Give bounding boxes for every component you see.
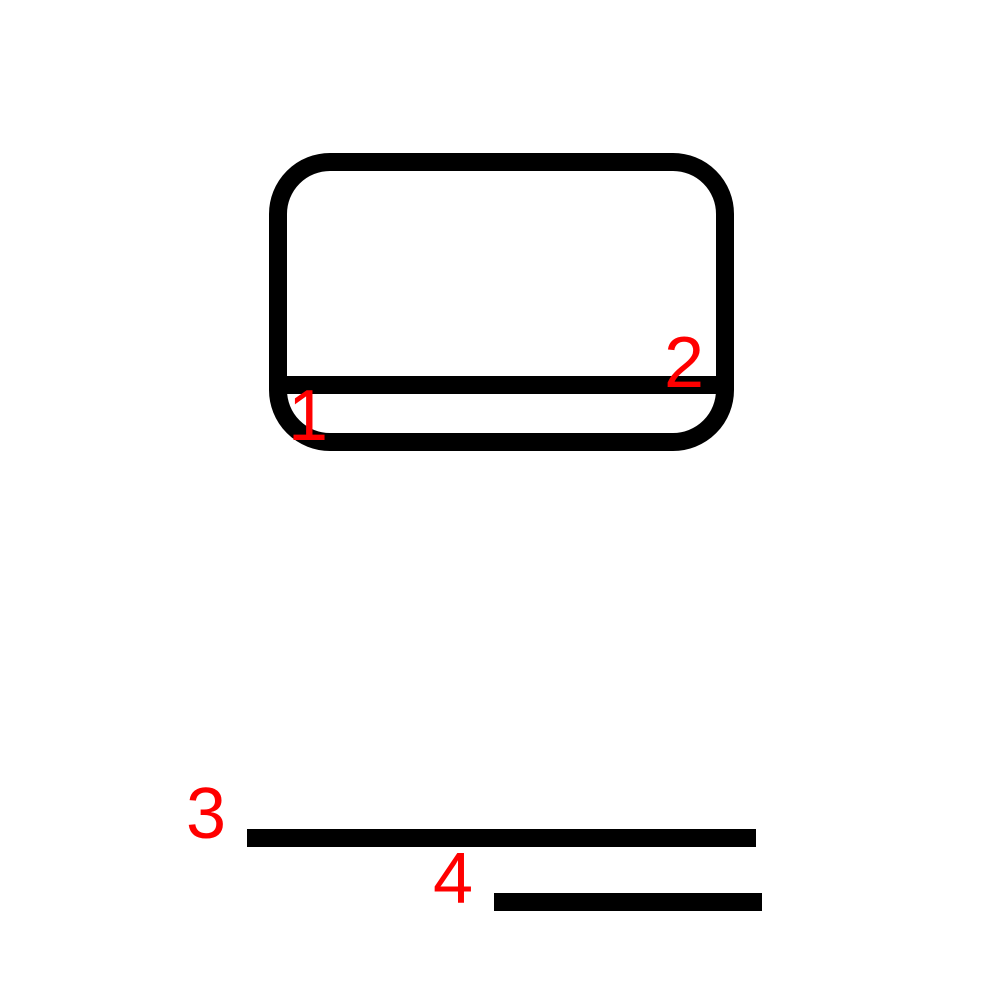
point-labels: 1 2 3 4 xyxy=(186,323,704,919)
label-1: 1 xyxy=(288,376,328,456)
label-2: 2 xyxy=(664,323,704,403)
rounded-rectangle xyxy=(269,153,734,451)
label-4: 4 xyxy=(433,839,473,919)
label-3: 3 xyxy=(186,774,226,854)
shapes xyxy=(247,153,762,911)
